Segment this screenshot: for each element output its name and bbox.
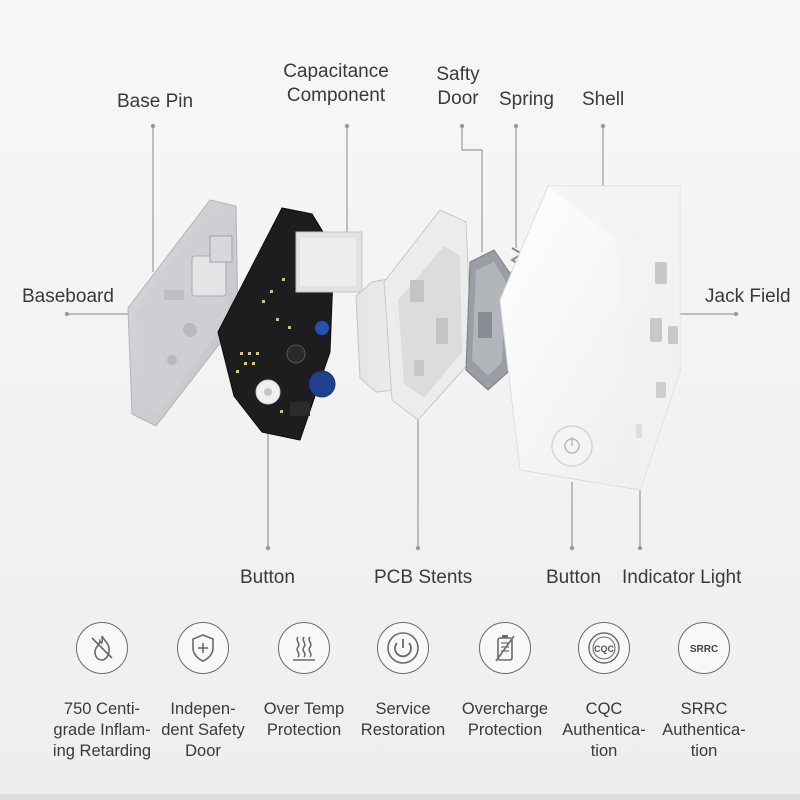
label-pcb-stents: PCB Stents [374,567,473,588]
baseboard-part [127,199,239,427]
label-shell: Shell [582,89,625,110]
label-safety-line2: Door [437,88,479,109]
cqc-seal-icon: CQC [578,622,630,674]
pcb-stent-part [355,209,473,421]
power-icon [377,622,429,674]
label-baseboard: Baseboard [22,286,114,307]
feature-flame-retardant: 750 Centi- grade Inflam- ing Retarding [52,622,152,762]
label-button-left: Button [240,567,295,588]
heat-waves-icon [278,622,330,674]
label-jack-field: Jack Field [705,286,791,307]
feature-text-line: Protection [467,721,543,739]
feature-overcharge: Overcharge Protection [455,622,555,741]
feature-text-line: CQC [585,700,623,718]
feature-text-line: grade Inflam- [53,721,151,739]
feature-text-line: Door [185,742,221,760]
srrc-seal-text: SRRC [690,644,718,655]
shell-part [499,185,681,491]
feature-text-line: Service [375,700,431,718]
feature-safety-door: Indepen- dent Safety Door [153,622,253,762]
battery-slash-icon [479,622,531,674]
label-base-pin: Base Pin [117,91,194,112]
bottom-divider [0,794,800,800]
feature-cqc: CQC CQC Authentica- tion [554,622,654,762]
feature-over-temp: Over Temp Protection [254,622,354,741]
feature-text-line: Restoration [360,721,446,739]
feature-text-line: 750 Centi- [63,700,141,718]
no-fire-icon [76,622,128,674]
feature-text-line: Protection [266,721,342,739]
cqc-seal-text: CQC [594,644,615,654]
label-safety-door: Safty Door [430,63,486,111]
feature-service-restoration: Service Restoration [353,622,453,741]
feature-text-line: SRRC [680,700,728,718]
feature-text-line: tion [590,742,618,760]
label-indicator-light: Indicator Light [622,567,742,588]
feature-text-line: ing Retarding [52,742,152,760]
safety-door-part [465,249,513,391]
label-capacitance-component: Capacitance Component [276,60,396,108]
feature-text-line: Indepen- [170,700,236,718]
shield-plus-icon [177,622,229,674]
label-capacitance-line2: Component [286,85,386,106]
label-safety-line1: Safty [436,64,480,85]
feature-srrc: SRRC SRRC Authentica- tion [654,622,754,762]
feature-text-line: Authentica- [562,721,646,739]
label-capacitance-line1: Capacitance [283,61,389,82]
pcb-part [217,207,363,441]
srrc-seal-icon: SRRC [678,622,730,674]
feature-text-line: Authentica- [662,721,746,739]
feature-text-line: dent Safety [161,721,245,739]
label-button-right: Button [546,567,601,588]
feature-text-line: tion [690,742,718,760]
feature-text-line: Overcharge [461,700,549,718]
label-spring: Spring [499,89,554,110]
feature-text-line: Over Temp [263,700,345,718]
